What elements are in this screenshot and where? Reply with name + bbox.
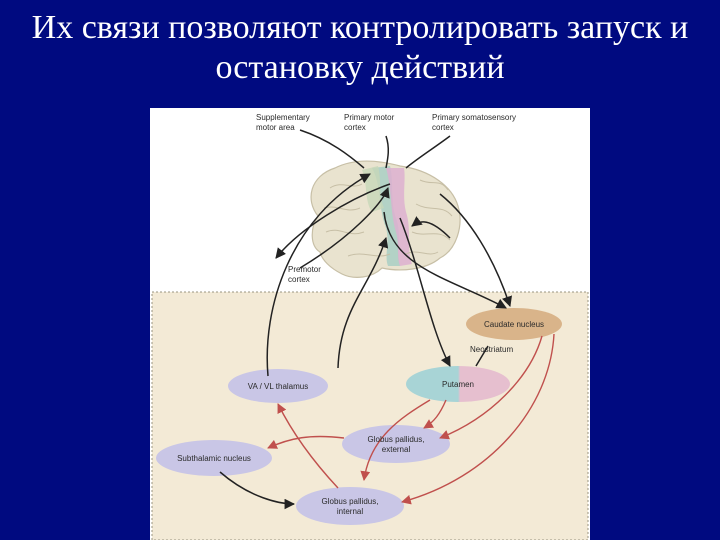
label-gp-external-1: Globus pallidus, — [368, 435, 425, 444]
somatosensory-region — [386, 168, 412, 266]
label-premotor-1: Premotor — [288, 265, 321, 274]
label-primary-motor-2: cortex — [344, 123, 366, 132]
label-somatosensory-1: Primary somatosensory — [432, 113, 516, 122]
label-supplementary-2: motor area — [256, 123, 295, 132]
arrow-caudate-to-gpe — [439, 335, 543, 440]
label-supplementary-1: Supplementary — [256, 113, 310, 122]
gp-external-shape — [342, 425, 450, 463]
arrow-putamen-to-gpe — [423, 399, 447, 429]
label-gp-internal-2: internal — [337, 507, 363, 516]
slide-title: Их связи позволяют контролировать запуск… — [0, 8, 720, 88]
label-premotor-2: cortex — [288, 275, 310, 284]
arrow-cortex-to-premotor — [275, 183, 391, 259]
slide-title-line-2: остановку действий — [215, 49, 505, 86]
arrow-premotor-to-cortex — [299, 187, 390, 269]
arrow-cortex-descending — [337, 237, 389, 369]
brain-gyri — [323, 179, 453, 257]
leader-supplementary — [299, 129, 365, 169]
subthalamic-shape — [156, 440, 272, 476]
arrow-gpi-to-thalamus — [277, 403, 339, 489]
thalamus-shape — [228, 369, 328, 403]
label-primary-motor-1: Primary motor — [344, 113, 395, 122]
label-caudate: Caudate nucleus — [484, 320, 544, 329]
label-gp-external-2: external — [382, 445, 411, 454]
slide-title-line-1: Их связи позволяют контролировать запуск… — [31, 9, 689, 46]
caudate-nucleus-shape — [466, 308, 562, 340]
arrow-cortex-to-putamen — [399, 217, 451, 367]
label-somatosensory-2: cortex — [432, 123, 454, 132]
label-gp-internal-1: Globus pallidus, — [322, 497, 379, 506]
arrow-posterior-cortex — [411, 216, 451, 239]
arrow-caudate-to-gpi — [401, 333, 555, 505]
inhibitory-pathways — [267, 333, 555, 505]
label-subthalamic: Subthalamic nucleus — [177, 454, 251, 463]
excitatory-pathways — [219, 129, 512, 510]
label-putamen: Putamen — [442, 380, 474, 389]
leader-neostriatum — [475, 345, 489, 367]
diagram-canvas: Supplementary motor area Primary motor c… — [151, 113, 589, 540]
arrow-cortex-to-caudate — [383, 211, 507, 309]
gp-internal-shape — [296, 487, 404, 525]
leader-primary-motor — [385, 135, 390, 169]
arrow-somatosensory-to-caudate — [439, 193, 512, 307]
basal-ganglia-diagram: Supplementary motor area Primary motor c… — [150, 108, 590, 540]
label-thalamus: VA / VL thalamus — [248, 382, 308, 391]
leader-somatosensory — [405, 135, 451, 169]
arrow-thalamus-to-cortex — [266, 173, 371, 377]
arrow-gpe-to-subthalamic — [267, 435, 345, 449]
label-neostriatum: Neostriatum — [470, 345, 513, 354]
arrow-subthalamic-to-gpi — [219, 471, 296, 510]
putamen-shape — [406, 366, 510, 402]
arrow-putamen-to-gpi — [360, 399, 431, 481]
